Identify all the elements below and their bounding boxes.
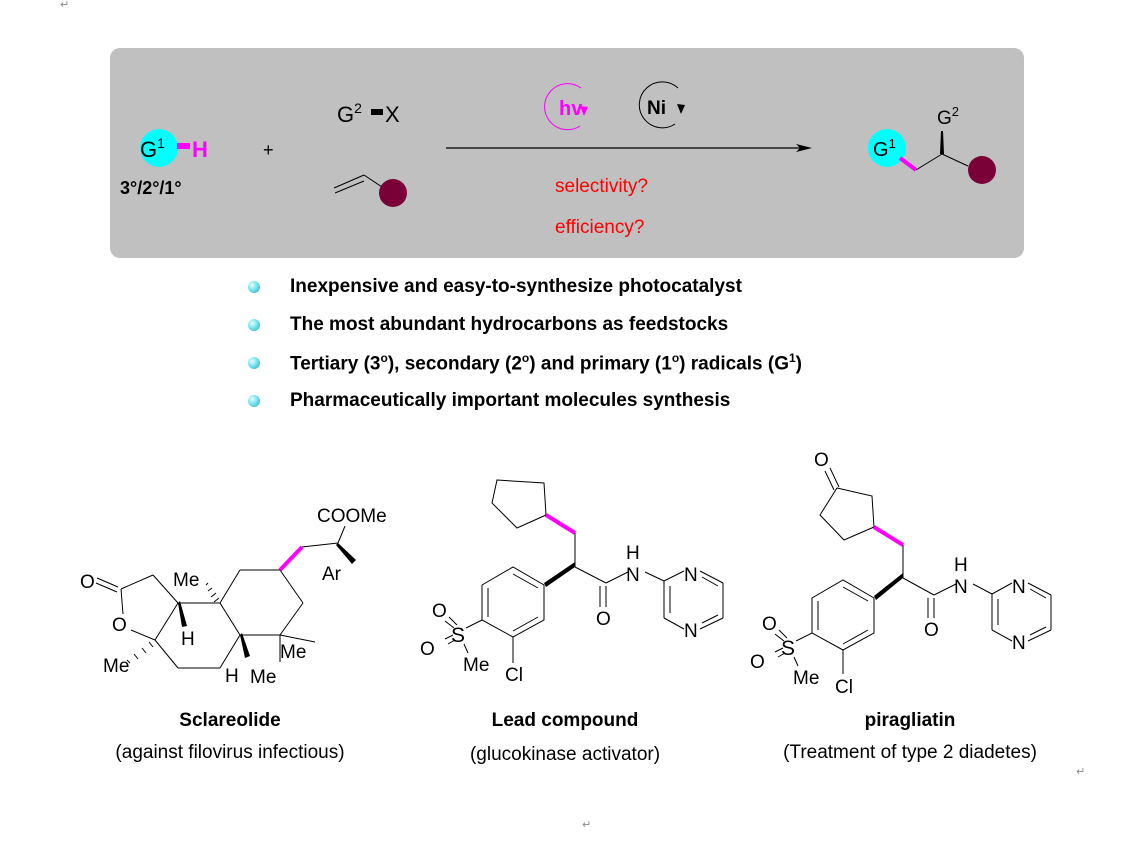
new-bond <box>544 513 577 535</box>
caption-piragliatin: piragliatin (Treatment of type 2 diadete… <box>745 710 1075 764</box>
amide-o-label: O <box>596 609 611 630</box>
feature-item: Tertiary (3o), secondary (2o) and primar… <box>248 348 802 378</box>
nh-hydrogen-label: H <box>626 543 640 564</box>
reactant-g2-x: G2 X <box>337 100 400 127</box>
aryl-label: Ar <box>322 564 342 585</box>
piragliatin-structure: O H N O N N O O S Me Cl <box>750 450 1052 698</box>
nickel-cycle: Ni <box>638 81 685 129</box>
efficiency-question: efficiency? <box>555 217 644 238</box>
g1-circle <box>140 129 178 167</box>
amide-n-label: N <box>954 577 968 598</box>
hashed-bond <box>126 582 220 664</box>
ring-o-label: O <box>112 615 127 636</box>
sulfonyl-o-label: O <box>762 614 777 635</box>
hv-label: hv <box>559 98 583 120</box>
methyl-label: Me <box>463 655 489 676</box>
substituent-dot <box>968 156 996 184</box>
c-h-bond <box>177 143 190 149</box>
radical-degree-label: 3°/2°/1° <box>120 178 182 198</box>
reaction-arrow <box>446 144 812 152</box>
methyl-label: Me <box>103 656 129 677</box>
chlorine-label: Cl <box>835 677 853 698</box>
g2-x-bond <box>371 109 383 115</box>
amide-n-label: N <box>626 565 640 586</box>
plus-sign: + <box>263 140 274 160</box>
selectivity-question: selectivity? <box>555 176 648 197</box>
ketone-o-label: O <box>814 450 829 471</box>
ester-label: COOMe <box>317 506 387 527</box>
pyrazine-n-label: N <box>1012 633 1026 654</box>
alkene <box>333 174 407 207</box>
photocatalysis-cycle: hv <box>544 83 588 131</box>
reactant-g1-h: G1 H 3°/2°/1° <box>120 129 208 198</box>
molecule-description: (against filovirus infectious) <box>115 742 345 763</box>
lead-compound-structure: H N O N N O O S Me Cl <box>420 479 724 686</box>
new-bond <box>872 525 905 547</box>
reaction-scheme: G1 H 3°/2°/1° + G2 X hv <box>120 81 996 238</box>
chlorine-label: Cl <box>505 665 523 686</box>
x-label: X <box>385 102 400 127</box>
bullet-icon <box>248 319 260 331</box>
molecule-description: (glucokinase activator) <box>469 744 661 765</box>
amide-o-label: O <box>924 620 939 641</box>
new-bond <box>278 545 304 572</box>
paragraph-mark: ↵ <box>1076 765 1086 778</box>
bullet-icon <box>248 281 260 293</box>
methyl-label: Me <box>250 667 276 688</box>
molecule-name: Lead compound <box>491 710 639 731</box>
sulfonyl-o-label: O <box>432 601 447 622</box>
sulfonyl-o-label: O <box>750 652 765 673</box>
sulfonyl-o-label: O <box>420 639 435 660</box>
sclareolide-structure: COOMe Ar O O Me Me Me Me H H <box>80 506 387 688</box>
methyl-label: Me <box>280 642 306 663</box>
bullet-icon <box>248 357 260 369</box>
sulfur-label: S <box>451 624 465 647</box>
carbonyl-o-label: O <box>80 572 95 593</box>
new-bond <box>898 156 918 172</box>
g2-label: G2 <box>337 100 362 127</box>
caption-lead-compound: Lead compound (glucokinase activator) <box>405 710 725 766</box>
molecule-description: (Treatment of type 2 diadetes) <box>783 742 1037 763</box>
feature-item: The most abundant hydrocarbons as feedst… <box>248 310 728 340</box>
product: G1 G2 <box>868 104 996 184</box>
h-atom-label: H <box>192 137 208 162</box>
sulfur-label: S <box>781 637 795 660</box>
nh-hydrogen-label: H <box>954 555 968 576</box>
bullet-icon <box>248 395 260 407</box>
pyrazine-n-label: N <box>1012 577 1026 598</box>
feature-item: Inexpensive and easy-to-synthesize photo… <box>248 272 742 302</box>
product-g2-label: G2 <box>937 104 959 129</box>
reaction-scheme-box: G1 H 3°/2°/1° + G2 X hv <box>110 48 1024 258</box>
substituent-dot <box>379 179 407 207</box>
molecule-name: Sclareolide <box>179 710 281 731</box>
paragraph-mark: ↵ <box>582 818 592 831</box>
molecule-name: piragliatin <box>864 710 956 731</box>
pyrazine-n-label: N <box>684 621 698 642</box>
hydrogen-label: H <box>181 629 195 650</box>
caption-sclareolide: Sclareolide (against filovirus infectiou… <box>70 710 390 764</box>
feature-item: Pharmaceutically important molecules syn… <box>248 386 730 416</box>
methyl-label: Me <box>793 668 819 689</box>
paragraph-mark: ↵ <box>60 0 70 11</box>
product-g1-label: G1 <box>873 136 896 161</box>
pyrazine-n-label: N <box>684 565 698 586</box>
ni-label: Ni <box>647 98 666 119</box>
hydrogen-label: H <box>225 666 239 687</box>
g1-circle <box>868 129 906 167</box>
g1-label: G1 <box>140 135 165 162</box>
methyl-label: Me <box>173 570 199 591</box>
